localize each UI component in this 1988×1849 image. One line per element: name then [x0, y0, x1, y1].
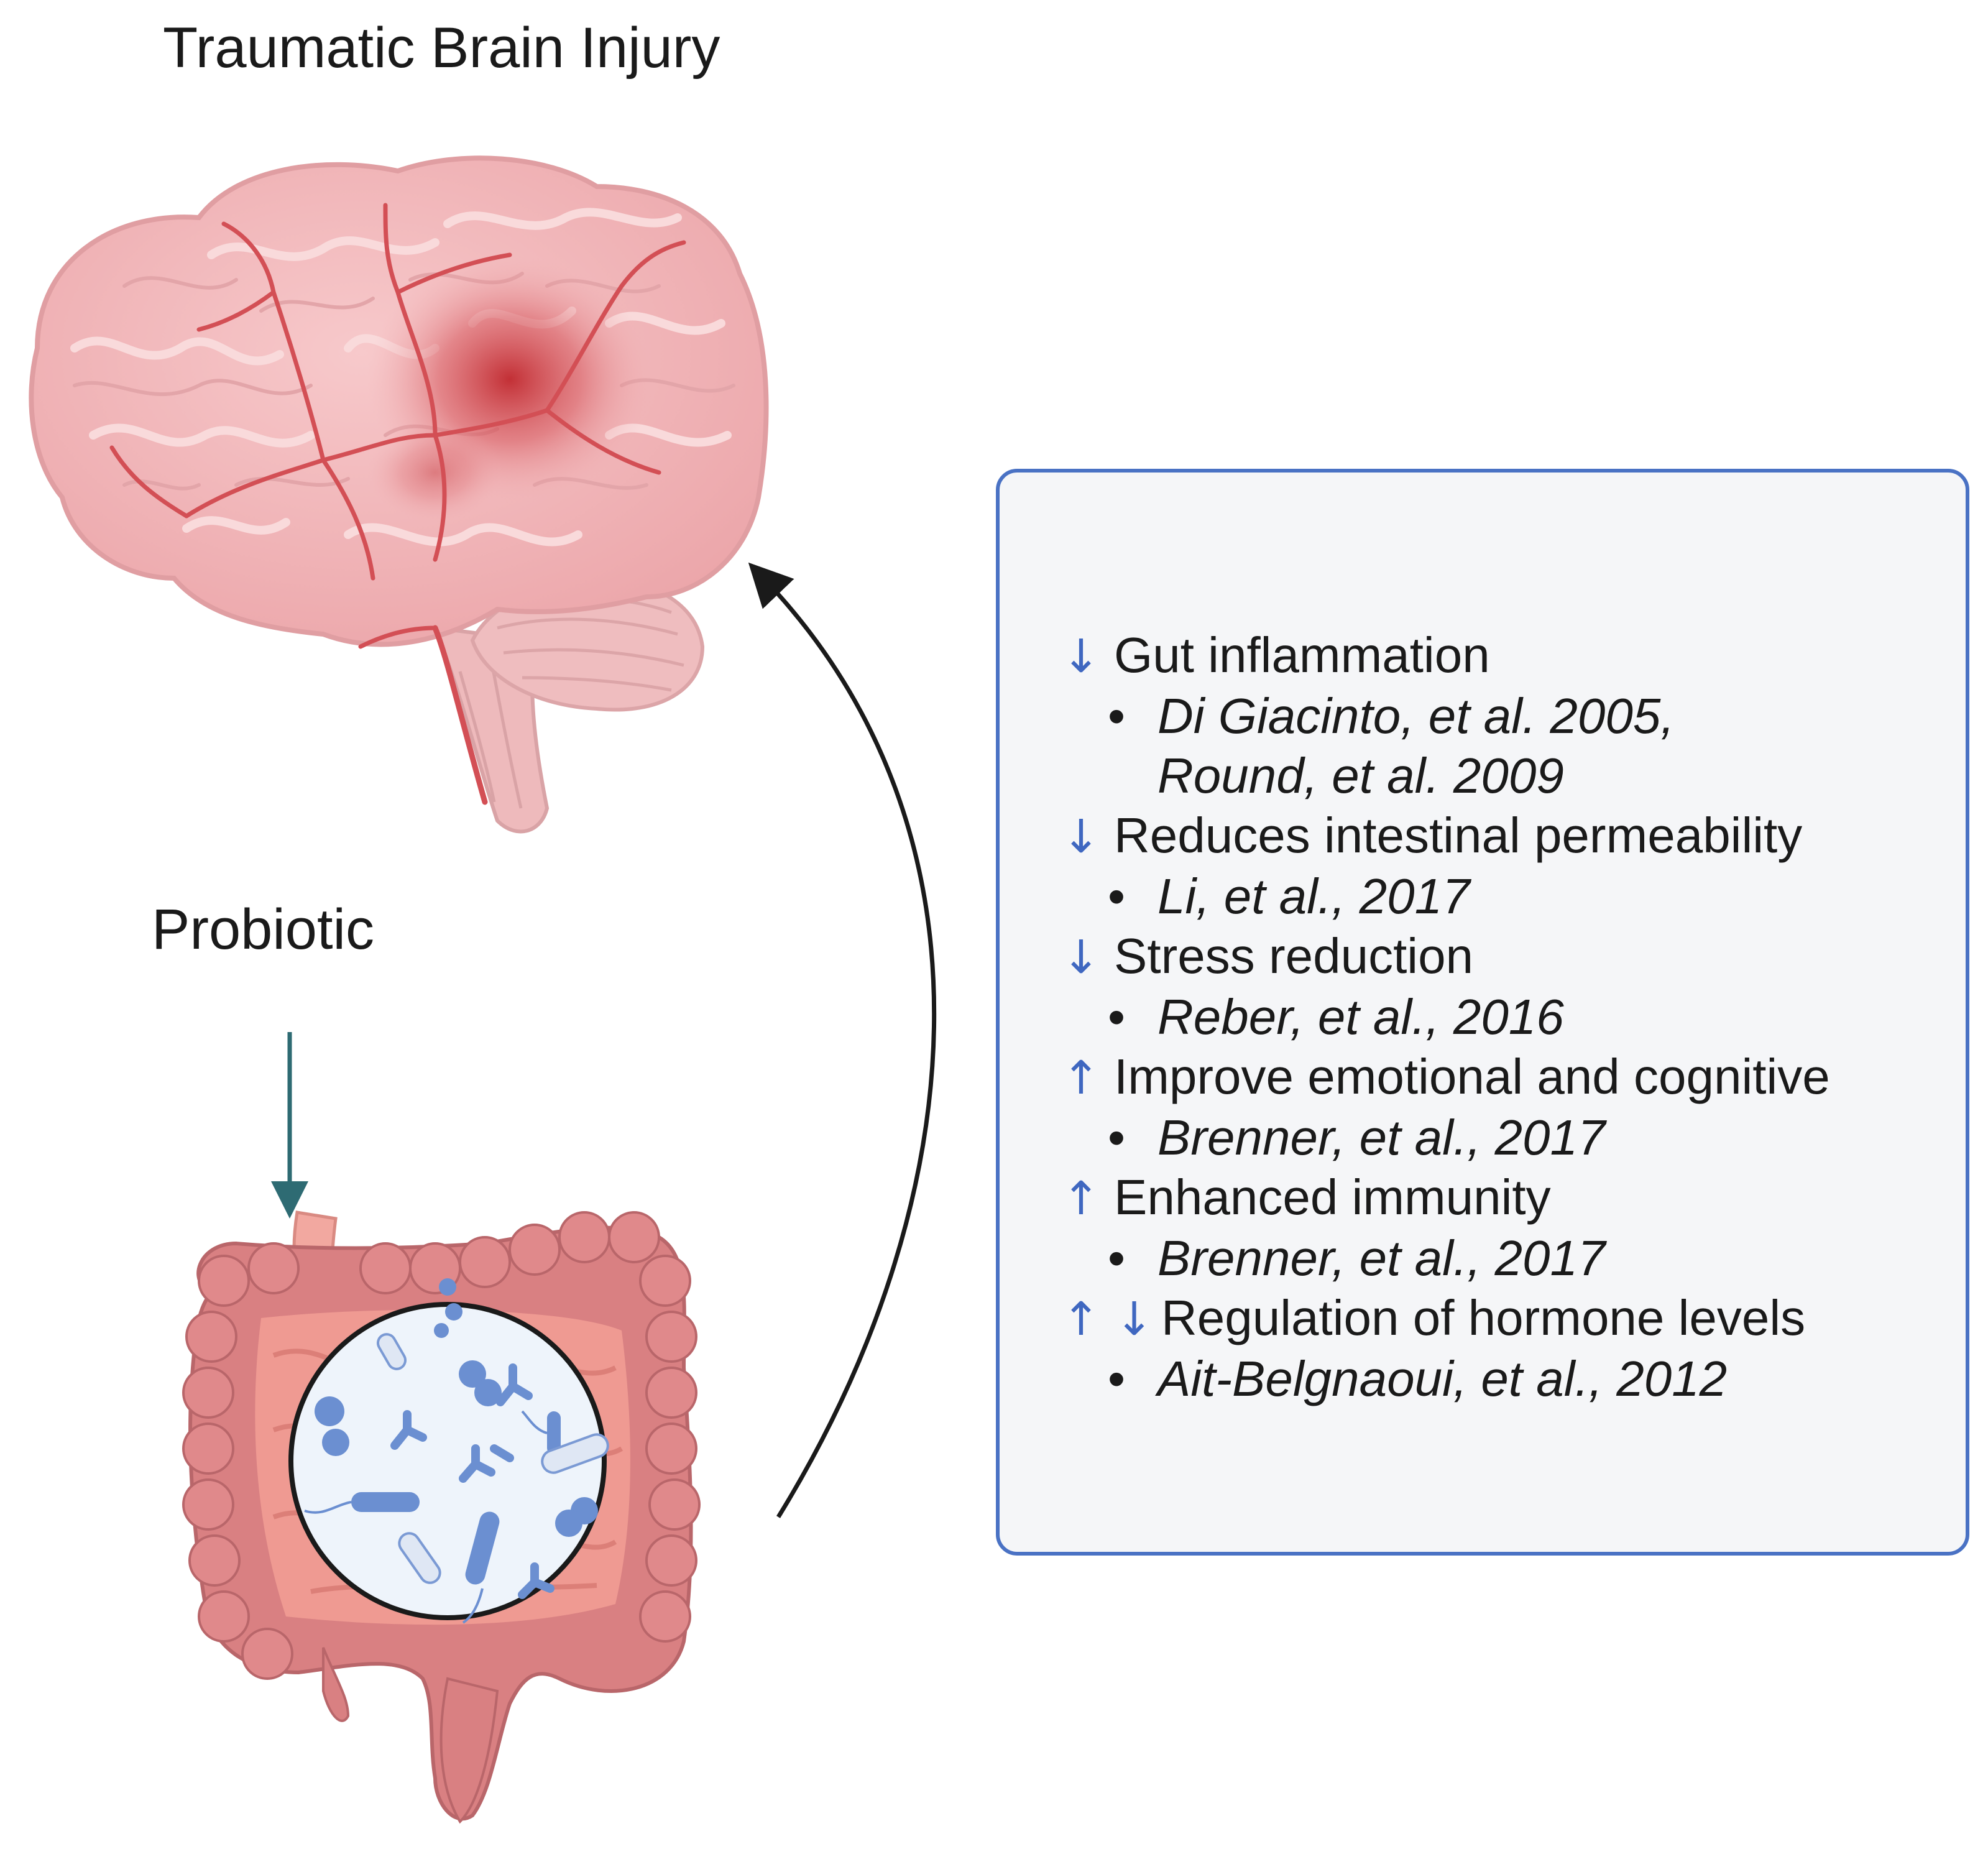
- direction-arrow-icon: ↓: [1062, 810, 1101, 864]
- direction-arrow-icon: ↓: [1062, 630, 1101, 683]
- bullet-icon: •: [1108, 989, 1126, 1044]
- diagram-title: Traumatic Brain Injury: [163, 16, 720, 80]
- bullet-icon: •: [1108, 1351, 1126, 1406]
- effect-label: Enhanced immunity: [1114, 1169, 1551, 1225]
- effects-list: ↓ Gut inflammation • Di Giacinto, et al.…: [1062, 625, 1957, 1409]
- reference-citation: Reber, et al., 2016: [1157, 989, 1564, 1044]
- effect-label: Reduces intestinal permeability: [1114, 808, 1803, 863]
- bullet-icon: •: [1108, 688, 1126, 744]
- direction-arrow-icon: ↑: [1062, 1051, 1101, 1105]
- effect-label: Regulation of hormone levels: [1161, 1290, 1806, 1345]
- reference-row: • Di Giacinto, et al. 2005, Round, et al…: [1108, 686, 1957, 806]
- brain-illustration: [29, 155, 769, 834]
- reference-row: • Ait-Belgnaoui, et al., 2012: [1108, 1349, 1957, 1409]
- effect-heading: ↑ ↓ Regulation of hormone levels: [1062, 1288, 1957, 1349]
- brain-vessels: [109, 203, 686, 805]
- effect-heading: ↓ Gut inflammation: [1062, 625, 1957, 686]
- effect-item: ↑ Enhanced immunity • Brenner, et al., 2…: [1062, 1168, 1957, 1288]
- effects-box: ↓ Gut inflammation • Di Giacinto, et al.…: [996, 469, 1969, 1556]
- effect-label: Stress reduction: [1114, 928, 1474, 984]
- reference-citation: Li, et al., 2017: [1157, 869, 1470, 924]
- effect-heading: ↑ Enhanced immunity: [1062, 1168, 1957, 1229]
- bullet-icon: •: [1108, 869, 1126, 924]
- reference-citation: Di Giacinto, et al. 2005, Round, et al. …: [1157, 688, 1675, 803]
- microbiota-magnifier: [288, 1278, 609, 1624]
- effect-heading: ↓ Stress reduction: [1062, 926, 1957, 987]
- bullet-icon: •: [1108, 1230, 1126, 1286]
- reference-row: • Li, et al., 2017: [1108, 867, 1957, 926]
- reference-citation: Brenner, et al., 2017: [1157, 1110, 1606, 1165]
- probiotic-label: Probiotic: [152, 898, 374, 961]
- effect-label: Improve emotional and cognitive: [1114, 1049, 1830, 1104]
- effect-item: ↓ Gut inflammation • Di Giacinto, et al.…: [1062, 625, 1957, 806]
- effect-item: ↑ ↓ Regulation of hormone levels • Ait-B…: [1062, 1288, 1957, 1409]
- reference-citation: Brenner, et al., 2017: [1157, 1230, 1606, 1286]
- direction-arrow-icon: ↓: [1062, 931, 1101, 984]
- reference-row: • Brenner, et al., 2017: [1108, 1229, 1957, 1288]
- effect-item: ↑ Improve emotional and cognitive • Bren…: [1062, 1047, 1957, 1168]
- bullet-icon: •: [1108, 1110, 1126, 1165]
- direction-arrow-icon: ↑: [1062, 1172, 1101, 1225]
- reference-row: • Brenner, et al., 2017: [1108, 1108, 1957, 1168]
- effect-item: ↓ Reduces intestinal permeability • Li, …: [1062, 806, 1957, 926]
- effect-label: Gut inflammation: [1114, 627, 1490, 683]
- effect-heading: ↓ Reduces intestinal permeability: [1062, 806, 1957, 867]
- effect-heading: ↑ Improve emotional and cognitive: [1062, 1047, 1957, 1108]
- reference-citation: Ait-Belgnaoui, et al., 2012: [1157, 1351, 1728, 1406]
- direction-arrow-icon: ↑ ↓: [1062, 1293, 1154, 1346]
- gut-to-brain-arrow: [748, 562, 937, 1518]
- reference-row: • Reber, et al., 2016: [1108, 987, 1957, 1047]
- probiotic-arrow: [271, 1032, 308, 1219]
- effect-item: ↓ Stress reduction • Reber, et al., 2016: [1062, 926, 1957, 1047]
